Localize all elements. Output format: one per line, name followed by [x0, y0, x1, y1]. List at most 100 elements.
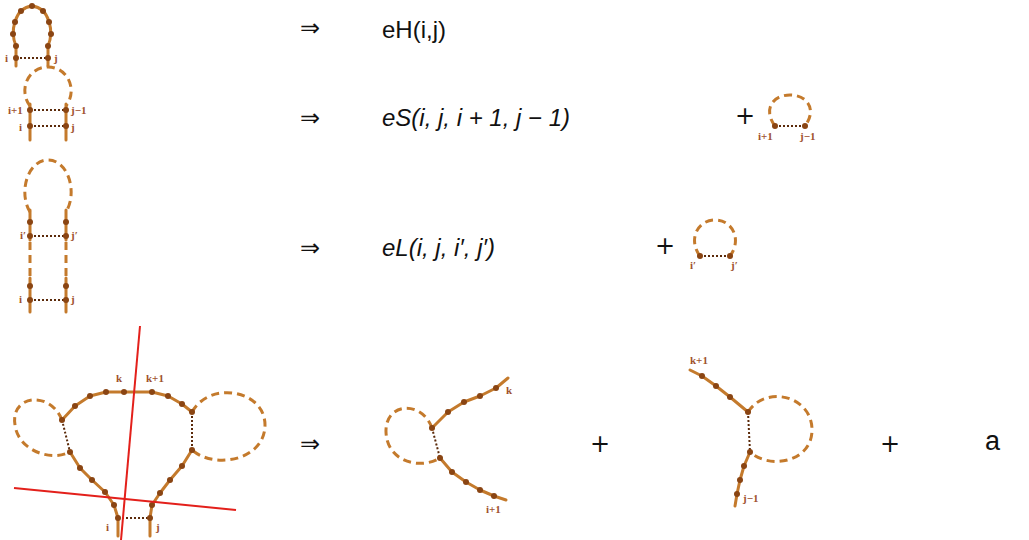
base-index: j−1: [71, 104, 86, 116]
plus-sign: +: [590, 430, 610, 458]
left-fragment: [386, 378, 508, 500]
nucleotide-bead: [87, 393, 93, 399]
base-index: i+1: [486, 503, 501, 515]
nucleotide-bead: [727, 253, 733, 259]
base-index: i+1: [8, 104, 23, 116]
nucleotide-bead: [10, 31, 16, 37]
base-pair-bond: [700, 255, 730, 257]
nucleotide-bead: [727, 394, 733, 400]
backbone-strand: [440, 458, 506, 500]
base-index: j: [54, 52, 58, 64]
base-pair-bond: [191, 412, 193, 450]
base-pair-bond: [30, 235, 66, 237]
backbone-strand: [150, 450, 192, 536]
nucleotide-bead: [429, 425, 435, 431]
multi-loop: [14, 326, 265, 540]
nucleotide-bead: [48, 31, 54, 37]
nucleotide-bead: [477, 393, 483, 399]
nucleotide-bead: [27, 219, 33, 225]
nucleotide-bead: [115, 515, 121, 521]
nucleotide-bead: [89, 477, 95, 483]
nucleotide-bead: [63, 107, 69, 113]
nucleotide-bead: [59, 417, 65, 423]
base-index: j−1: [800, 130, 815, 142]
nucleotide-bead: [463, 479, 469, 485]
unspecified-region: [25, 160, 71, 212]
nucleotide-bead: [63, 219, 69, 225]
base-index: i′: [690, 259, 696, 271]
nucleotide-bead: [13, 43, 19, 49]
base-index: i′: [20, 229, 26, 241]
base-index: k: [116, 372, 122, 384]
energy-term: eL(i, j, i′, j′): [382, 234, 495, 262]
nucleotide-bead: [491, 493, 497, 499]
implies-arrow: ⇒: [300, 14, 320, 42]
base-index: k: [506, 384, 512, 396]
energy-term: eS(i, j, i + 1, j − 1): [382, 104, 570, 132]
plus-sign: +: [655, 232, 675, 260]
implies-arrow: ⇒: [300, 430, 320, 458]
nucleotide-bead: [741, 463, 747, 469]
nucleotide-bead: [45, 55, 51, 61]
nucleotide-bead: [72, 403, 78, 409]
base-index: k+1: [146, 372, 164, 384]
nucleotide-bead: [149, 502, 155, 508]
nucleotide-bead: [46, 19, 52, 25]
base-pair-bond: [775, 125, 805, 127]
nucleotide-bead: [45, 43, 51, 49]
nucleotide-bead: [18, 8, 24, 14]
nucleotide-bead: [67, 449, 73, 455]
nucleotide-bead: [165, 393, 171, 399]
nucleotide-bead: [189, 409, 195, 415]
nucleotide-bead: [40, 8, 46, 14]
nucleotide-bead: [437, 455, 443, 461]
nucleotide-bead: [63, 297, 69, 303]
unspecified-region: [25, 67, 71, 106]
split-line: [14, 488, 236, 510]
nucleotide-bead: [189, 447, 195, 453]
base-pair-bond: [432, 428, 440, 458]
nucleotide-bead: [13, 55, 19, 61]
unspecified-region: [386, 408, 440, 463]
nucleotide-bead: [713, 383, 719, 389]
nucleotide-bead: [477, 487, 483, 493]
nucleotide-bead: [697, 253, 703, 259]
base-index: i+1: [758, 130, 773, 142]
backbone-strand: [690, 370, 748, 412]
nucleotide-bead: [63, 283, 69, 289]
penalty-term: a: [985, 426, 1000, 457]
base-index: i: [106, 521, 109, 533]
base-index: j: [156, 521, 160, 533]
implies-arrow: ⇒: [300, 234, 320, 262]
nucleotide-bead: [63, 123, 69, 129]
nucleotide-bead: [27, 283, 33, 289]
base-index: j′: [731, 259, 738, 271]
nucleotide-bead: [461, 399, 467, 405]
nucleotide-bead: [772, 123, 778, 129]
base-index: j′: [71, 229, 78, 241]
nucleotide-bead: [77, 465, 83, 471]
nucleotide-bead: [27, 297, 33, 303]
base-index: k+1: [690, 354, 708, 366]
nucleotide-bead: [179, 401, 185, 407]
base-pair-bond: [30, 299, 66, 301]
nucleotide-bead: [157, 490, 163, 496]
energy-term: eH(i,j): [382, 16, 446, 44]
nucleotide-bead: [121, 389, 127, 395]
right-fragment: [690, 370, 812, 506]
nucleotide-bead: [179, 463, 185, 469]
unspecified-region: [695, 220, 736, 256]
unspecified-region: [192, 393, 265, 461]
nucleotide-bead: [734, 491, 740, 497]
nucleotide-bead: [445, 409, 451, 415]
base-pair-bond: [16, 57, 48, 59]
base-index: j: [71, 293, 75, 305]
nucleotide-bead: [802, 123, 808, 129]
nucleotide-bead: [167, 477, 173, 483]
nucleotide-bead: [449, 469, 455, 475]
nucleotide-bead: [12, 19, 18, 25]
base-index: j−1: [743, 492, 758, 504]
base-index: j: [71, 121, 75, 133]
unspecified-region: [65, 242, 68, 276]
